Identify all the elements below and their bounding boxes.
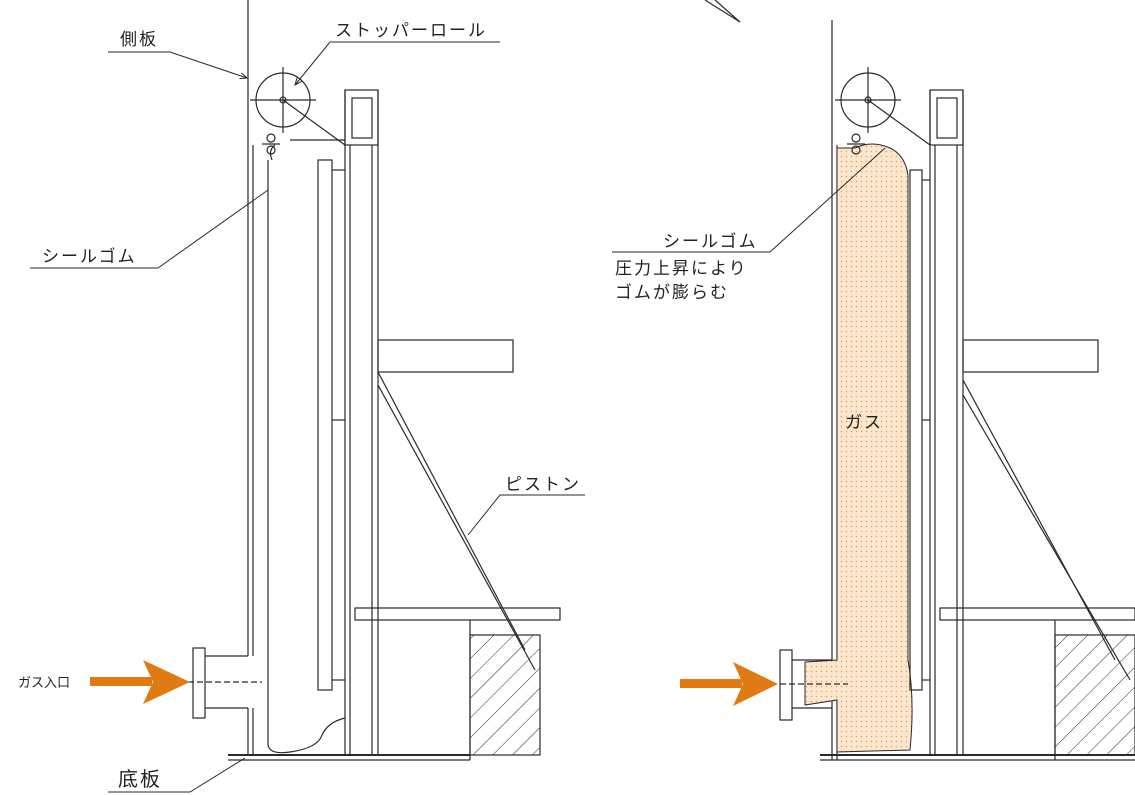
label-bottom-plate: 底板 [118, 767, 162, 791]
beam-left [377, 339, 514, 373]
label-rubber-note-2: ゴムが膨らむ [615, 282, 729, 303]
label-piston: ピストン [505, 475, 581, 495]
label-gas-inlet: ガス入口 [18, 676, 70, 691]
right-view [704, 0, 1135, 761]
hatched-base-left [469, 634, 541, 756]
label-gas: ガス [845, 413, 883, 433]
label-rubber-note-1: 圧力上昇により [615, 259, 748, 279]
label-seal-rubber-right: シールゴム [663, 231, 758, 252]
label-seal-rubber-left: シールゴム [42, 246, 137, 267]
gas-inlet-arrow-right [680, 662, 778, 706]
gas-inlet-arrow-left [90, 660, 190, 704]
hatched-base-right [1054, 634, 1135, 756]
inlet-flange-right [779, 649, 793, 721]
leaders [30, 41, 886, 793]
gas-region [804, 143, 913, 753]
beam-right [962, 339, 1099, 373]
seal-rubber-left [267, 160, 346, 754]
label-side-plate: 側板 [120, 30, 158, 50]
label-stopper-roll: ストッパーロール [335, 21, 487, 41]
left-view [188, 0, 561, 761]
inlet-flange-left [192, 647, 206, 719]
